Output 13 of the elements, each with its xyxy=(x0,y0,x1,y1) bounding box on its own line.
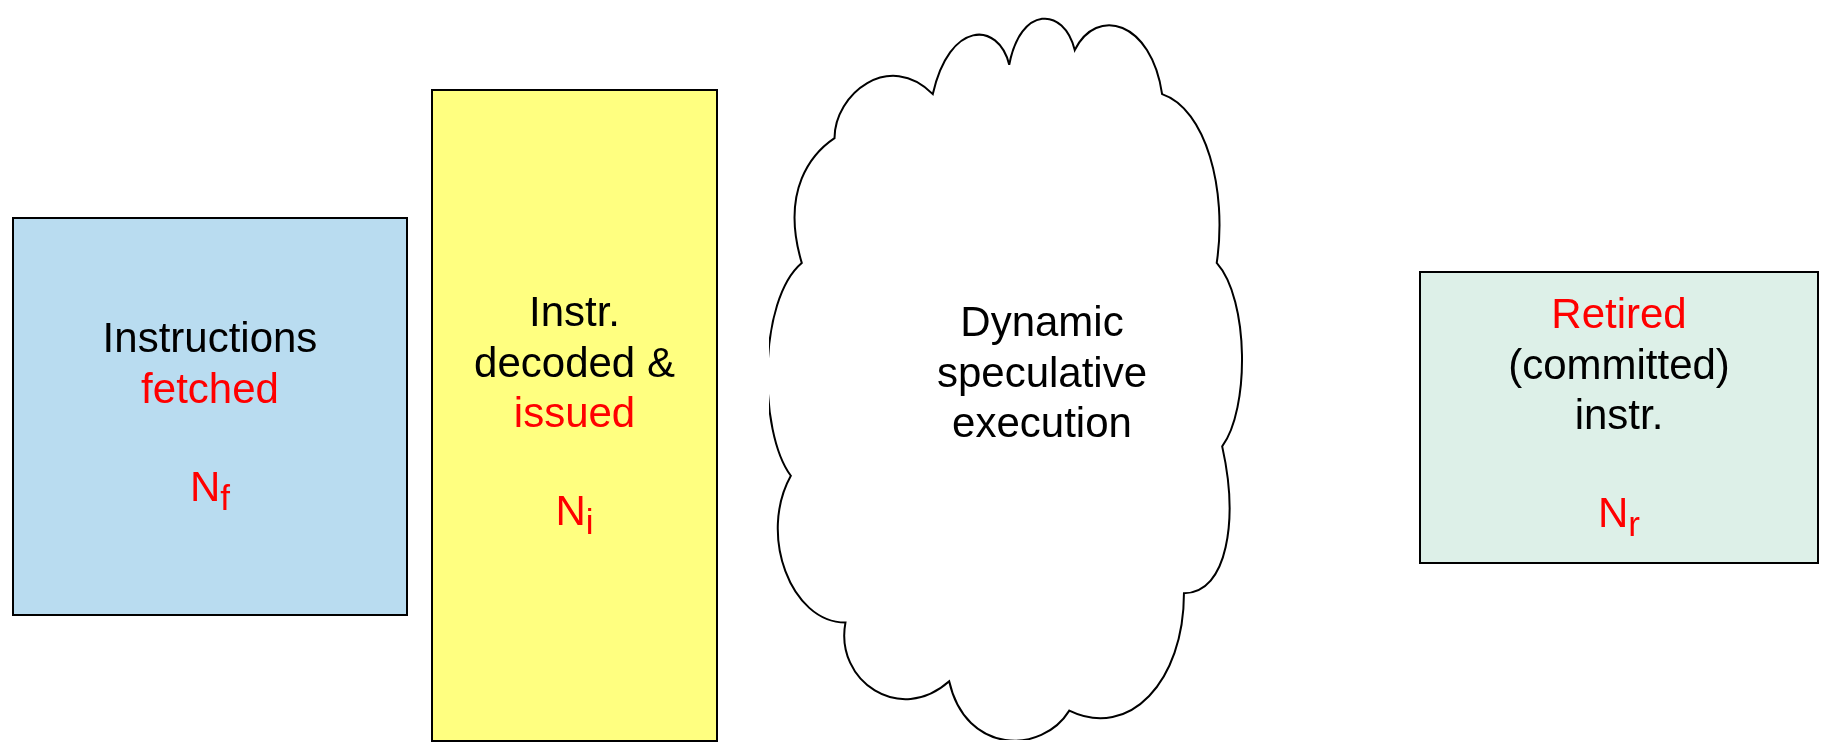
box-heading: Retired xyxy=(1551,289,1687,340)
stage-box xyxy=(12,217,408,616)
box-text: issued xyxy=(513,388,636,438)
box-text: (committed) instr. xyxy=(1507,339,1731,440)
box-heading: Instr. decoded & xyxy=(473,287,676,388)
box-heading: Instructions xyxy=(102,313,318,364)
variable-label: N$_{i}$ xyxy=(555,486,594,544)
variable-label: N$_{r}$ xyxy=(1598,488,1640,546)
stage-box xyxy=(1419,271,1819,564)
variable-label: N$_{f}$ xyxy=(189,462,231,520)
box-text: fetched xyxy=(141,363,279,414)
cloud-text: Dynamic speculative execution xyxy=(935,297,1149,449)
stage-box xyxy=(431,89,718,742)
